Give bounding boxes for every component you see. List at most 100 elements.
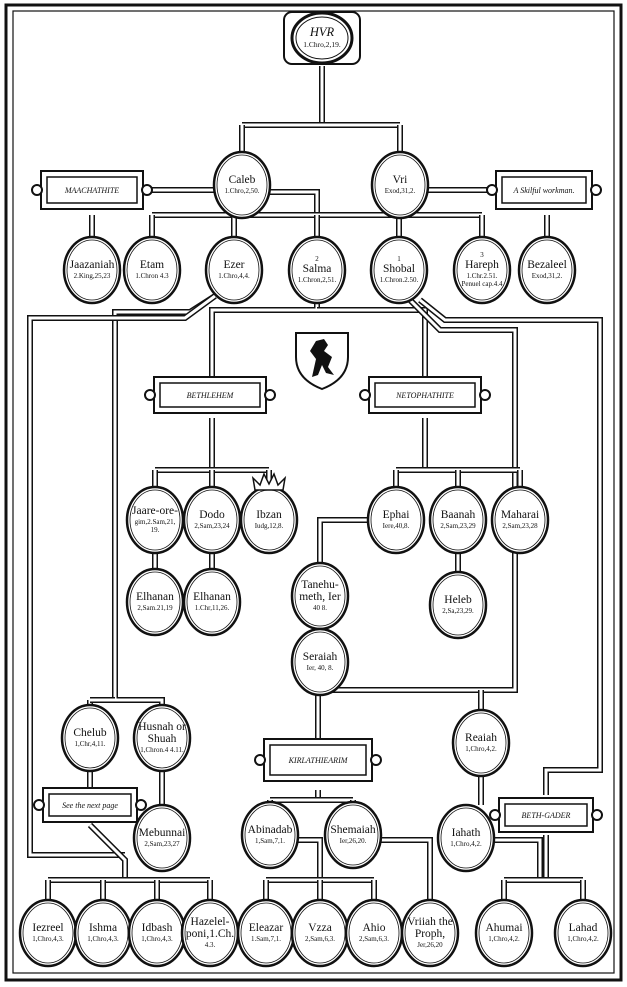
plaque-label: See the next page xyxy=(62,801,118,810)
node-ref: 1.Chr,11,26. xyxy=(194,604,230,613)
node-name: Ibzan xyxy=(256,509,282,522)
plaque-maachathite: MAACHATHITE xyxy=(31,170,153,210)
node-ref: 1,Chron.4 4.11. xyxy=(140,746,184,755)
node-vriiah: Vriiah the Proph,Jer,26,20 xyxy=(400,898,460,968)
node-name: Ahio xyxy=(362,922,386,935)
connector-line xyxy=(298,837,323,880)
node-name: Mebunnai xyxy=(138,827,186,840)
node-name: Jaare-ore- xyxy=(132,505,178,518)
plaque-label: KIRLATHIEARIM xyxy=(288,756,349,765)
node-name: Shobal xyxy=(383,262,415,275)
node-name: Shemaiah xyxy=(330,824,376,837)
node-ref: Ier, 40, 8. xyxy=(306,664,334,673)
node-name: Ahumai xyxy=(485,922,523,935)
node-ref: 4.3. xyxy=(204,941,216,950)
node-ref: 1,Chr,4,11. xyxy=(74,740,106,749)
plaque-bethgader: BETH-GADER xyxy=(489,797,603,833)
node-ref: 1.Chron,2,51. xyxy=(297,275,337,284)
node-name: Maharai xyxy=(500,509,540,522)
plaque-skilful: A Skilful workman. xyxy=(486,170,602,210)
node-ref: Ier,26,20. xyxy=(339,837,367,846)
node-name: Eleazar xyxy=(248,922,284,935)
node-ref: 2,Sam.21,19 xyxy=(137,604,173,613)
node-ref: 2,Sa,23,29. xyxy=(442,607,474,616)
plaque-see-next: See the next page xyxy=(33,787,147,823)
plaque-netophathite: NETOPHATHITE xyxy=(359,376,491,414)
node-name: HVR xyxy=(309,25,335,39)
node-ref: 1,Chro,4,2. xyxy=(567,935,599,944)
plaque-label: BETH-GADER xyxy=(522,811,571,820)
node-name: Idbash xyxy=(141,922,173,935)
node-ref: Jer,26,20 xyxy=(417,941,443,950)
crown-icon xyxy=(251,472,287,491)
plaque-label: MAACHATHITE xyxy=(64,186,119,195)
node-ref: 1.Chron 4.3 xyxy=(135,272,169,281)
node-name: Vzza xyxy=(308,922,332,935)
node-name: Husnah or Shuah xyxy=(138,721,186,746)
node-ref: Exod,31,2. xyxy=(531,272,563,281)
connector-line xyxy=(270,189,320,215)
node-name: Hareph xyxy=(465,258,499,271)
node-ref: 2,Sam,23,24 xyxy=(194,522,230,531)
connector-line xyxy=(317,517,368,563)
node-name: Tanehu- meth, Ier xyxy=(299,579,341,604)
heraldic-lion-shield-icon xyxy=(295,332,349,391)
node-ref: Iudg,12,8. xyxy=(254,522,284,531)
node-ref: 1.Chro,2,19. xyxy=(303,40,341,49)
node-ref: 1.Chro,4,4. xyxy=(218,272,250,281)
node-name: Iezreel xyxy=(32,922,64,935)
node-ref: 2,Sam,6,3. xyxy=(359,935,389,944)
connector-lines xyxy=(27,66,603,900)
node-name: Etam xyxy=(139,259,165,272)
node-name: Dodo xyxy=(199,509,225,522)
birth-order-mark: 1 xyxy=(397,254,401,263)
node-name: Elhanan xyxy=(193,591,231,604)
node-name: Iahath xyxy=(451,827,481,840)
node-name: Hazelel- poni,1.Ch. xyxy=(185,916,235,941)
node-ref: 2,Sam,23,27 xyxy=(144,840,180,849)
node-ref: Exod,31,2. xyxy=(384,187,416,196)
node-name: Lahad xyxy=(568,922,598,935)
node-name: Elhanan xyxy=(136,591,174,604)
node-ref: 1,Chro,4,2. xyxy=(465,745,497,754)
node-ref: 1.Chro,2,50. xyxy=(224,187,260,196)
node-ref: 2,Sam,23,28 xyxy=(502,522,538,531)
node-ref: 2,Sam,23,29 xyxy=(440,522,476,531)
node-ref: 40 8. xyxy=(313,604,327,613)
node-name: Heleb xyxy=(444,594,472,607)
node-jaare: Jaare-ore-gim,2.Sam,21, 19. xyxy=(125,485,185,555)
node-name: Bezaleel xyxy=(527,259,567,272)
plaque-label: A Skilful workman. xyxy=(513,186,575,195)
birth-order-mark: 2 xyxy=(315,254,319,263)
node-name: Ezer xyxy=(223,259,245,272)
node-ref: gim,2.Sam,21, 19. xyxy=(134,518,176,535)
node-hazelelponi: Hazelel- poni,1.Ch.4.3. xyxy=(180,898,240,968)
outer-frame xyxy=(4,3,623,982)
birth-order-mark: 3 xyxy=(480,250,484,259)
plaque-kirlathiearim: KIRLATHIEARIM xyxy=(254,738,382,782)
